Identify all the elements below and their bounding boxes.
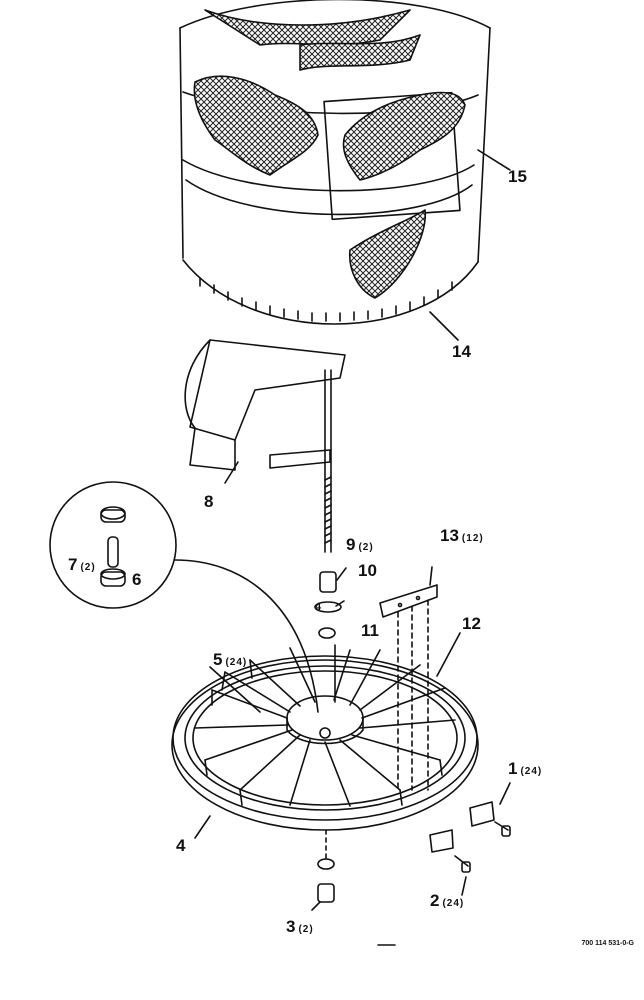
callout-6: 6 xyxy=(132,570,142,589)
callout-12: 12 xyxy=(462,614,481,633)
bottom-fasteners xyxy=(311,829,396,946)
callout-10: 10 xyxy=(358,561,377,580)
callout-7: 7(2) xyxy=(68,555,96,574)
callout-4-washer: 4 xyxy=(315,601,322,613)
callout-1: 1(24) xyxy=(508,759,543,778)
liner-segment-and-clips xyxy=(379,566,511,896)
callout-2: 2(24) xyxy=(430,891,465,910)
bearing-detail-inset xyxy=(49,481,319,713)
callout-3: 3(2) xyxy=(286,917,314,936)
paddle-assembly xyxy=(184,339,346,553)
callout-4-rim: 4 xyxy=(176,836,186,855)
callout-5: 5(24) xyxy=(213,650,248,669)
callout-14: 14 xyxy=(452,342,471,361)
callout-13: 13(12) xyxy=(440,526,484,545)
callout-11: 11 xyxy=(361,621,379,640)
hub-fasteners xyxy=(314,567,347,639)
wheel-assembly xyxy=(171,632,479,839)
drum-assembly xyxy=(179,0,511,341)
document-number: 700 114 531-0-G xyxy=(581,940,634,947)
callout-15: 15 xyxy=(508,167,527,186)
callout-9: 9(2) xyxy=(346,535,374,554)
callout-8: 8 xyxy=(204,492,214,511)
